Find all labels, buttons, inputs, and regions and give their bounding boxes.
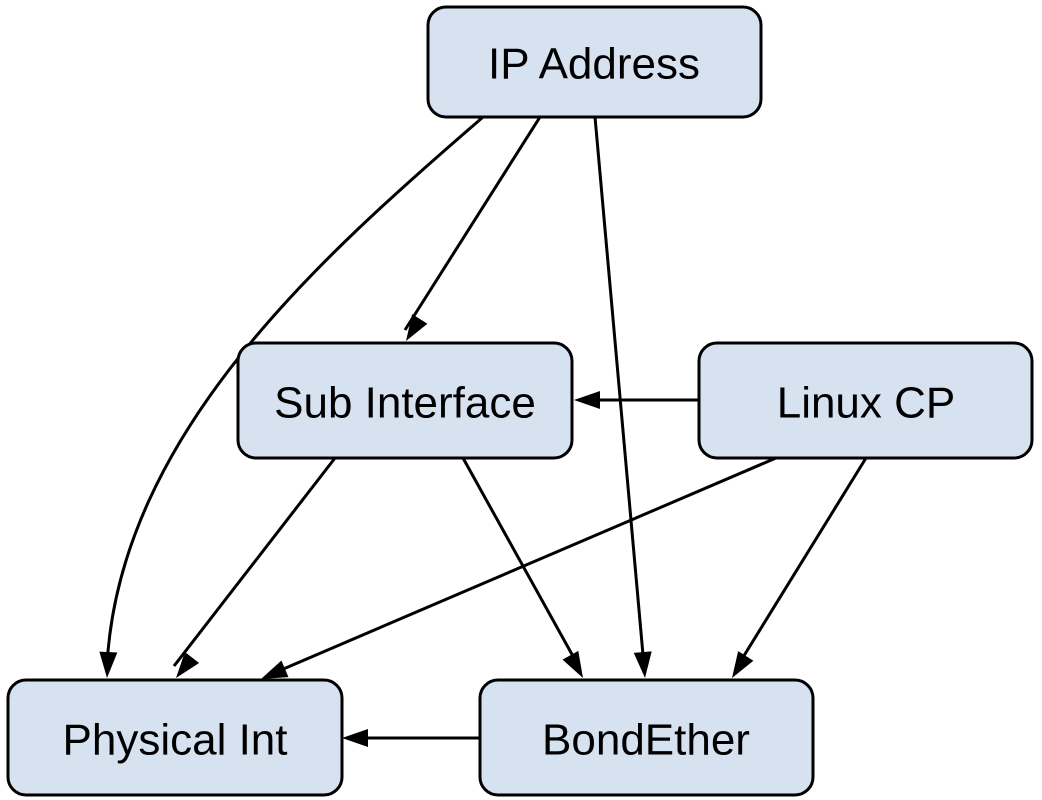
- edge-line: [403, 116, 542, 331]
- edge-line: [273, 456, 777, 675]
- edge-linux-cp-to-sub-interface: [574, 391, 699, 409]
- edge-linux-cp-to-bond-ether: [732, 457, 868, 678]
- edge-line: [172, 457, 337, 667]
- edge-bond-ether-to-physical: [342, 729, 480, 747]
- node-bond-ether[interactable]: BondEther: [478, 678, 815, 797]
- arrow-head-icon: [261, 660, 289, 679]
- edge-ip-to-sub-interface: [403, 116, 542, 341]
- edge-linux-cp-to-physical: [261, 456, 777, 679]
- arrow-head-icon: [99, 651, 118, 678]
- edge-line: [735, 457, 868, 668]
- arrow-head-icon: [342, 729, 368, 747]
- node-box[interactable]: [236, 341, 574, 460]
- arrow-head-icon: [562, 650, 583, 678]
- node-label-sub-interface: Sub Interface: [274, 379, 536, 428]
- node-box[interactable]: [426, 5, 763, 119]
- node-physical-int[interactable]: Physical Int: [6, 678, 344, 797]
- node-label-bond-ether: BondEther: [542, 716, 750, 765]
- node-label-linux-cp: Linux CP: [777, 379, 956, 428]
- arrow-head-icon: [633, 651, 652, 678]
- edge-line: [593, 116, 646, 667]
- edge-line: [461, 457, 581, 668]
- edges-layer: [99, 115, 868, 747]
- node-ip-address[interactable]: IP Address: [426, 5, 763, 119]
- edge-ip-to-bond-ether: [593, 116, 652, 678]
- arrow-head-icon: [406, 314, 428, 341]
- edge-sub-interface-to-physical: [172, 457, 337, 678]
- node-box[interactable]: [6, 678, 344, 797]
- node-box[interactable]: [478, 678, 815, 797]
- arrow-head-icon: [574, 391, 600, 409]
- node-box[interactable]: [697, 341, 1034, 460]
- edge-sub-interface-to-bond-ether: [461, 457, 583, 678]
- node-sub-interface[interactable]: Sub Interface: [236, 341, 574, 460]
- node-label-physical-int: Physical Int: [63, 716, 288, 765]
- arrow-head-icon: [176, 651, 200, 678]
- node-linux-cp[interactable]: Linux CP: [697, 341, 1034, 460]
- arrow-head-icon: [732, 651, 754, 678]
- node-label-ip-address: IP Address: [488, 40, 700, 89]
